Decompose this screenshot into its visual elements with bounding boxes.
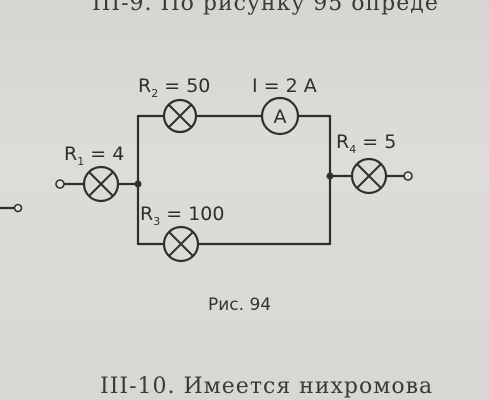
label-r2: R2 = 50 — [138, 75, 210, 100]
lamp-r2-icon — [162, 98, 198, 134]
label-r1: R1 = 4 — [64, 143, 124, 168]
right-junction — [326, 172, 334, 180]
bottom-cut-text: III-10. Имеется нихромова — [100, 374, 433, 399]
label-r4: R4 = 5 — [336, 131, 396, 156]
figure-caption: Рис. 94 — [208, 295, 271, 315]
left-terminal — [55, 179, 65, 189]
label-r3: R3 = 100 — [140, 203, 224, 228]
right-terminal — [403, 171, 413, 181]
lamp-r4-icon — [350, 157, 388, 195]
lamp-r3-icon — [162, 225, 200, 263]
edge-terminal — [13, 203, 23, 213]
top-cut-text: III-9. По рисунку 95 опреде — [92, 0, 439, 16]
left-junction — [134, 180, 142, 188]
lamp-r1-icon — [82, 165, 120, 203]
ammeter-symbol: A — [274, 106, 287, 128]
label-current: I = 2 A — [252, 75, 317, 97]
ammeter-icon: A — [260, 96, 300, 136]
